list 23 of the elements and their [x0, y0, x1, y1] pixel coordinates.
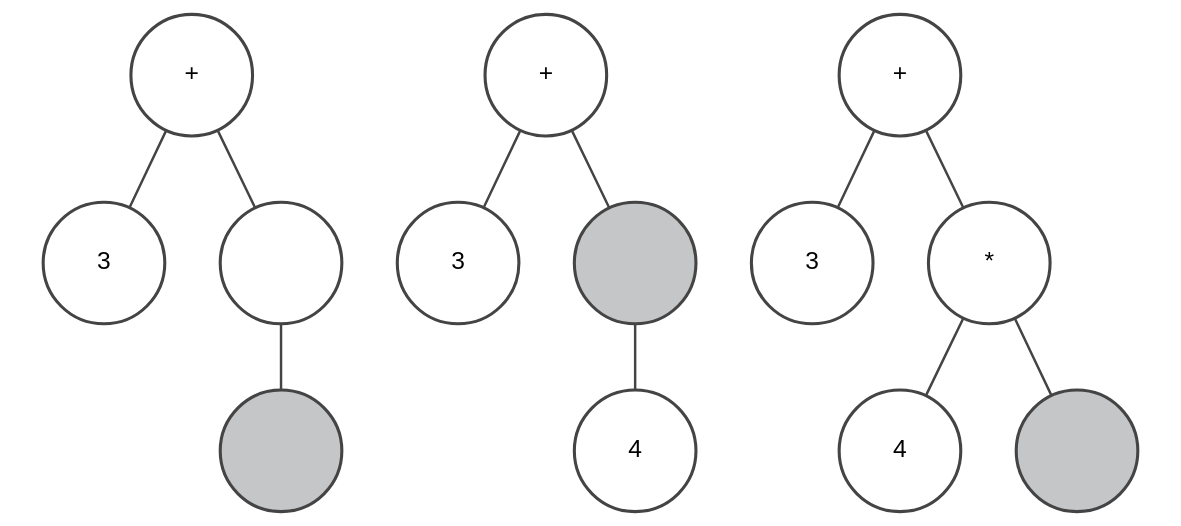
node-circle: 3 — [749, 200, 875, 326]
node-circle — [1014, 388, 1140, 514]
node-circle — [572, 200, 698, 326]
node-circle: 3 — [395, 200, 521, 326]
node-circle: + — [483, 12, 609, 138]
node-circle: + — [837, 12, 963, 138]
connector — [836, 130, 876, 209]
connector — [482, 130, 522, 209]
connector — [128, 130, 168, 209]
node-circle: 4 — [572, 388, 698, 514]
node-circle — [218, 388, 344, 514]
node-circle: 4 — [837, 388, 963, 514]
node-circle: * — [926, 200, 1052, 326]
connector — [924, 317, 965, 397]
connector — [570, 130, 611, 209]
connector — [216, 130, 257, 209]
connector — [279, 324, 283, 390]
connector — [633, 324, 637, 390]
node-circle: 3 — [41, 200, 167, 326]
node-circle: + — [129, 12, 255, 138]
connector — [1013, 317, 1053, 397]
node-circle — [218, 200, 344, 326]
connector — [924, 130, 965, 209]
